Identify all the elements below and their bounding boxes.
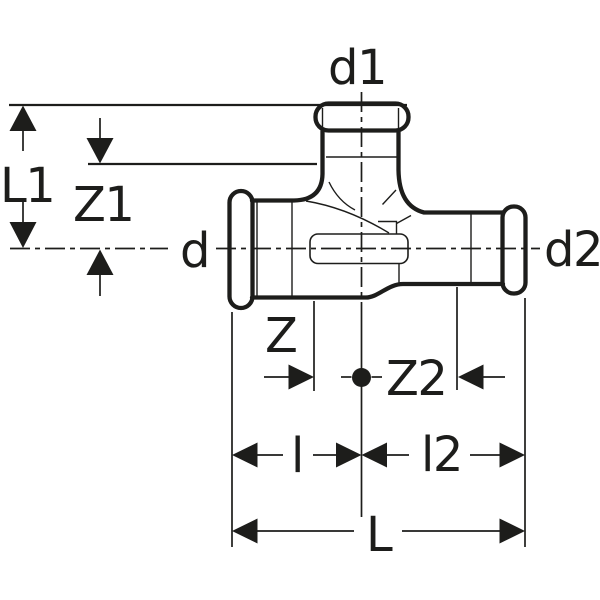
reduction-seam-lower <box>396 214 412 225</box>
arrowhead-up-icon <box>9 105 37 131</box>
fitting-inner-lines <box>256 108 504 297</box>
arrowhead-right-icon <box>499 442 525 468</box>
dimension-L <box>232 518 525 544</box>
branch-bore-corner-line <box>378 220 398 234</box>
branch-axis-dot <box>352 368 371 387</box>
crotch-fillet-curve-outer <box>305 200 390 234</box>
crotch-fillet-curve-inner <box>328 181 356 211</box>
reference-lines <box>9 103 407 166</box>
dimension-L1 <box>9 105 37 248</box>
label-d: d <box>180 223 209 279</box>
arrowhead-down-icon <box>9 222 37 248</box>
label-L: L <box>366 507 393 563</box>
arrowhead-right-icon <box>336 442 362 468</box>
branch-press-bead <box>313 101 411 133</box>
fitting-body <box>227 101 528 311</box>
dimension-Z1 <box>86 118 114 296</box>
arrowhead-right-icon <box>288 364 314 390</box>
run-bottom-wall <box>249 281 506 300</box>
label-l: l <box>291 428 303 484</box>
arrowhead-left-icon <box>232 518 258 544</box>
arrowhead-right-icon <box>499 518 525 544</box>
label-d2: d2 <box>544 222 600 278</box>
label-l2: l2 <box>421 427 462 483</box>
arrowhead-left-icon <box>232 442 258 468</box>
label-Z1: Z1 <box>73 177 133 233</box>
run-top-wall-and-branch-left-wall <box>249 128 325 203</box>
label-d1: d1 <box>328 40 386 96</box>
right-press-bead <box>500 204 528 296</box>
label-L1: L1 <box>0 158 54 214</box>
arrowhead-left-icon <box>361 442 387 468</box>
label-Z: Z <box>265 308 296 364</box>
dimension-Z-Z2 <box>264 364 505 390</box>
arrowhead-left-icon <box>458 364 484 390</box>
branch-right-wall-and-reduction-step <box>396 128 506 215</box>
arrowhead-down-icon <box>86 138 114 164</box>
left-press-bead <box>227 188 255 311</box>
arrowhead-up-icon <box>86 249 114 275</box>
label-Z2: Z2 <box>386 351 446 407</box>
extension-lines <box>231 287 526 547</box>
reduction-seam-upper <box>381 189 397 205</box>
dimension-l-l2 <box>232 442 525 468</box>
insertion-slot <box>309 233 409 265</box>
dimension-labels: d1 L1 Z1 d d2 Z Z2 l l2 L <box>0 40 600 563</box>
